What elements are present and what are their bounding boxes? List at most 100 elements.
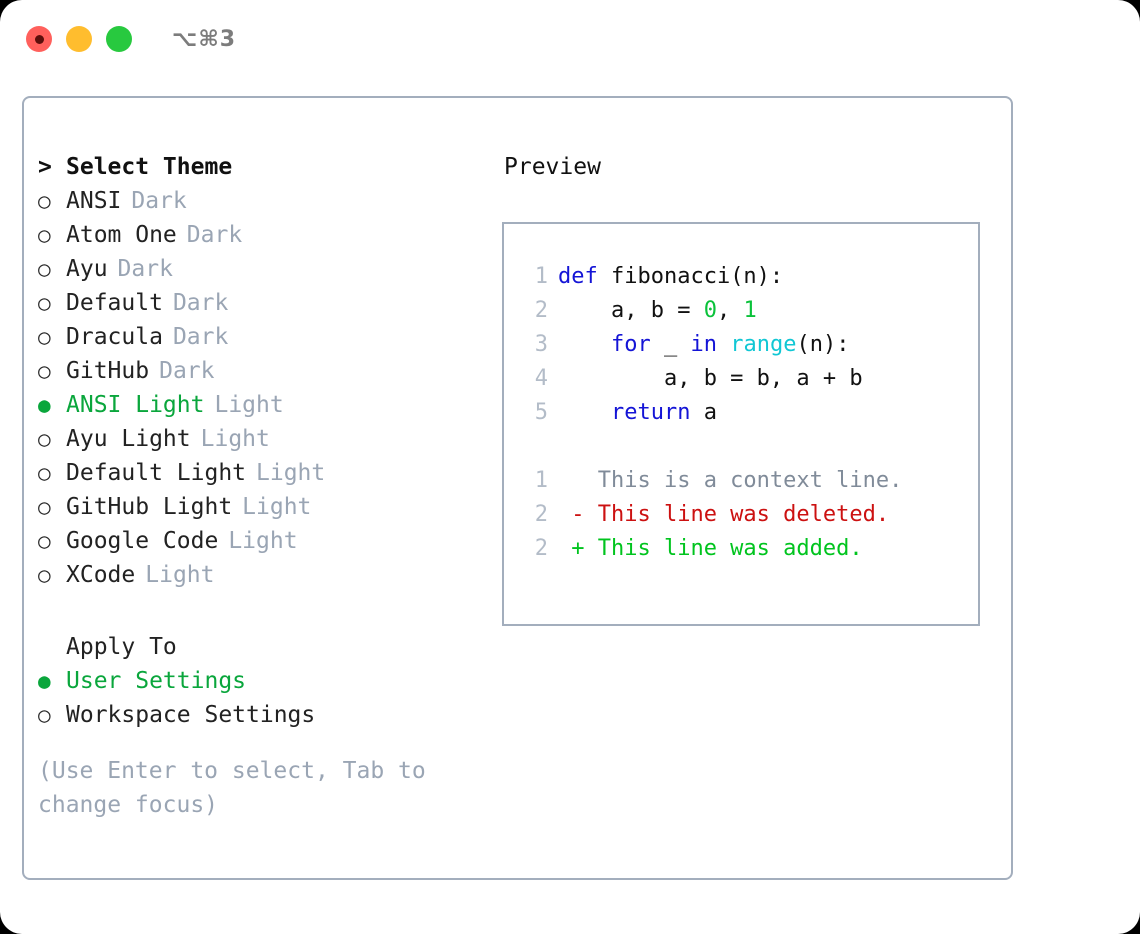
diff-line-number: 2	[534, 536, 548, 561]
theme-option-label: XCode	[66, 562, 136, 588]
code-token-plain: fibonacci(n):	[610, 264, 784, 289]
diff-line-1: 2 - This line was deleted.	[522, 498, 978, 532]
theme-option-label: GitHub	[66, 358, 150, 384]
radio-unselected-icon: ○	[38, 325, 51, 349]
maximize-button-icon[interactable]	[106, 26, 132, 52]
diff-line-number: 1	[534, 468, 548, 493]
theme-option-3[interactable]: ○ Default Dark	[38, 286, 502, 320]
theme-option-label: Google Code	[66, 528, 219, 554]
theme-option-tag: Dark	[186, 222, 243, 248]
theme-option-7[interactable]: ○ Ayu Light Light	[38, 422, 502, 456]
apply-to-heading: Apply To	[38, 630, 502, 664]
theme-option-8[interactable]: ○ Default Light Light	[38, 456, 502, 490]
code-token-plain: a, b = b, a + b	[558, 366, 863, 391]
theme-option-label: Ayu Light	[66, 426, 191, 452]
theme-option-tag: Light	[200, 426, 270, 452]
code-line-number: 3	[534, 332, 548, 357]
apply-option-0[interactable]: ●User Settings	[38, 664, 502, 698]
radio-unselected-icon: ○	[38, 563, 51, 587]
radio-unselected-icon: ○	[38, 427, 51, 451]
theme-option-label: GitHub Light	[66, 494, 233, 520]
theme-option-label: ANSI Light	[66, 392, 205, 418]
theme-option-tag: Light	[214, 392, 284, 418]
code-line-1: 2 a, b = 0, 1	[522, 294, 978, 328]
close-button-icon[interactable]	[26, 26, 52, 52]
code-token-kw: in	[690, 332, 717, 357]
apply-to-list: ●User Settings○Workspace Settings	[38, 664, 502, 732]
recording-indicator-icon	[34, 34, 44, 44]
radio-unselected-icon: ○	[38, 359, 51, 383]
code-line-number: 4	[534, 366, 548, 391]
code-token-num: 1	[743, 298, 757, 323]
code-token-plain: _	[650, 332, 691, 357]
diff-line-text: + This line was added.	[558, 536, 863, 561]
code-token-plain: ,	[716, 298, 744, 323]
radio-unselected-icon: ○	[38, 529, 51, 553]
diff-line-0: 1 This is a context line.	[522, 464, 978, 498]
theme-option-tag: Dark	[172, 324, 229, 350]
theme-option-tag: Light	[256, 460, 326, 486]
code-token-kw: def	[558, 264, 611, 289]
theme-option-tag: Light	[145, 562, 215, 588]
radio-unselected-icon: ○	[38, 291, 51, 315]
diff-line-text: This is a context line.	[558, 468, 903, 493]
select-theme-label: Select Theme	[66, 154, 233, 180]
code-token-plain: a	[690, 400, 717, 425]
theme-option-2[interactable]: ○ Ayu Dark	[38, 252, 502, 286]
code-token-fn: range	[730, 332, 797, 357]
code-line-number: 5	[534, 400, 548, 425]
theme-option-11[interactable]: ○ XCode Light	[38, 558, 502, 592]
code-token-plain: a, b =	[558, 298, 704, 323]
code-line-3: 4 a, b = b, a + b	[522, 362, 978, 396]
radio-unselected-icon: ○	[38, 189, 51, 213]
code-token-plain	[717, 332, 730, 357]
code-line-2: 3 for _ in range(n):	[522, 328, 978, 362]
code-token-plain: (n):	[796, 332, 850, 357]
code-line-4: 5 return a	[522, 396, 978, 430]
theme-option-tag: Light	[242, 494, 312, 520]
code-line-0: 1 def fibonacci(n):	[522, 260, 978, 294]
keyboard-hint: (Use Enter to select, Tab to change focu…	[38, 758, 426, 818]
apply-to-label: Apply To	[66, 634, 177, 660]
keyboard-shortcut-label: ⌥⌘3	[172, 26, 237, 52]
theme-option-9[interactable]: ○ GitHub Light Light	[38, 490, 502, 524]
theme-option-5[interactable]: ○ GitHub Dark	[38, 354, 502, 388]
title-bar: ⌥⌘3	[0, 0, 1140, 78]
radio-unselected-icon: ○	[38, 495, 51, 519]
caret-icon: >	[38, 154, 52, 180]
theme-option-tag: Dark	[159, 358, 215, 384]
diff-sample: 1 This is a context line.2 - This line w…	[522, 464, 978, 566]
theme-option-tag: Dark	[117, 256, 173, 282]
radio-unselected-icon: ○	[38, 257, 51, 281]
radio-unselected-icon: ○	[38, 223, 51, 247]
radio-unselected-icon: ○	[38, 703, 51, 727]
theme-option-tag: Dark	[131, 188, 187, 214]
radio-selected-icon: ●	[38, 393, 51, 417]
code-line-number: 1	[534, 264, 548, 289]
code-token-kw: for	[610, 332, 651, 357]
theme-option-label: Ayu	[66, 256, 108, 282]
preview-title: Preview	[504, 154, 601, 180]
diff-line-2: 2 + This line was added.	[522, 532, 978, 566]
theme-option-6[interactable]: ● ANSI Light Light	[38, 388, 502, 422]
minimize-button-icon[interactable]	[66, 26, 92, 52]
theme-option-label: ANSI	[66, 188, 122, 214]
theme-option-label: Default	[66, 290, 163, 316]
theme-option-label: Default Light	[66, 460, 247, 486]
theme-option-tag: Dark	[172, 290, 229, 316]
radio-unselected-icon: ○	[38, 461, 51, 485]
theme-option-0[interactable]: ○ ANSI Dark	[38, 184, 502, 218]
apply-option-1[interactable]: ○Workspace Settings	[38, 698, 502, 732]
diff-line-number: 2	[534, 502, 548, 527]
apply-option-label: User Settings	[66, 668, 247, 694]
